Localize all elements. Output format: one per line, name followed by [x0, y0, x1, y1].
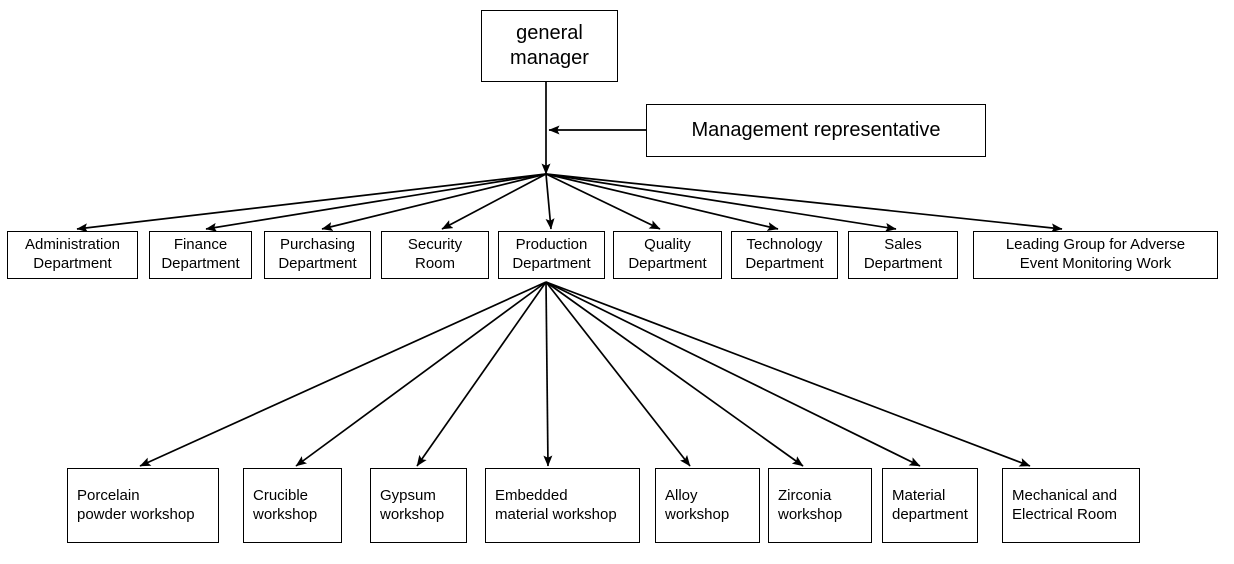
edge-production-to-mechanical: [545, 281, 1031, 467]
node-administration-department[interactable]: Administration Department: [7, 231, 138, 279]
node-purchasing-department[interactable]: Purchasing Department: [264, 231, 371, 279]
node-sales-department[interactable]: Sales Department: [848, 231, 958, 279]
node-gypsum-workshop[interactable]: Gypsum workshop: [370, 468, 467, 543]
node-quality-department[interactable]: Quality Department: [613, 231, 722, 279]
node-zirconia-workshop[interactable]: Zirconia workshop: [768, 468, 872, 543]
node-material-department[interactable]: Material department: [882, 468, 978, 543]
edge-hub-to-purchasing: [321, 173, 547, 231]
edge-production-to-material: [545, 281, 921, 467]
node-technology-department[interactable]: Technology Department: [731, 231, 838, 279]
node-alloy-workshop[interactable]: Alloy workshop: [655, 468, 760, 543]
node-porcelain-powder-workshop[interactable]: Porcelain powder workshop: [67, 468, 219, 543]
edge-hub-to-technology: [545, 173, 779, 231]
node-security-room[interactable]: Security Room: [381, 231, 489, 279]
node-leading-group-adverse-event[interactable]: Leading Group for Adverse Event Monitori…: [973, 231, 1218, 279]
node-crucible-workshop[interactable]: Crucible workshop: [243, 468, 342, 543]
node-embedded-material-workshop[interactable]: Embedded material workshop: [485, 468, 640, 543]
node-general-manager[interactable]: general manager: [481, 10, 618, 82]
edge-hub-to-leading-group: [545, 173, 1063, 233]
edge-hub-to-sales: [545, 173, 897, 232]
edge-production-to-zirconia: [545, 281, 804, 467]
edge-production-to-embedded: [543, 281, 553, 467]
edge-hub-to-production: [545, 173, 555, 230]
edge-production-to-porcelain: [139, 281, 547, 467]
node-production-department[interactable]: Production Department: [498, 231, 605, 279]
edge-production-to-crucible: [295, 281, 547, 467]
edge-hub-to-administration: [76, 173, 547, 233]
edge-hub-to-quality: [545, 173, 661, 230]
node-mechanical-electrical-room[interactable]: Mechanical and Electrical Room: [1002, 468, 1140, 543]
edge-hub-to-security: [441, 173, 547, 230]
edge-production-to-alloy: [545, 281, 691, 467]
edge-hub-to-finance: [205, 173, 547, 232]
edge-production-to-gypsum: [416, 281, 547, 467]
node-management-representative[interactable]: Management representative: [646, 104, 986, 157]
node-finance-department[interactable]: Finance Department: [149, 231, 252, 279]
